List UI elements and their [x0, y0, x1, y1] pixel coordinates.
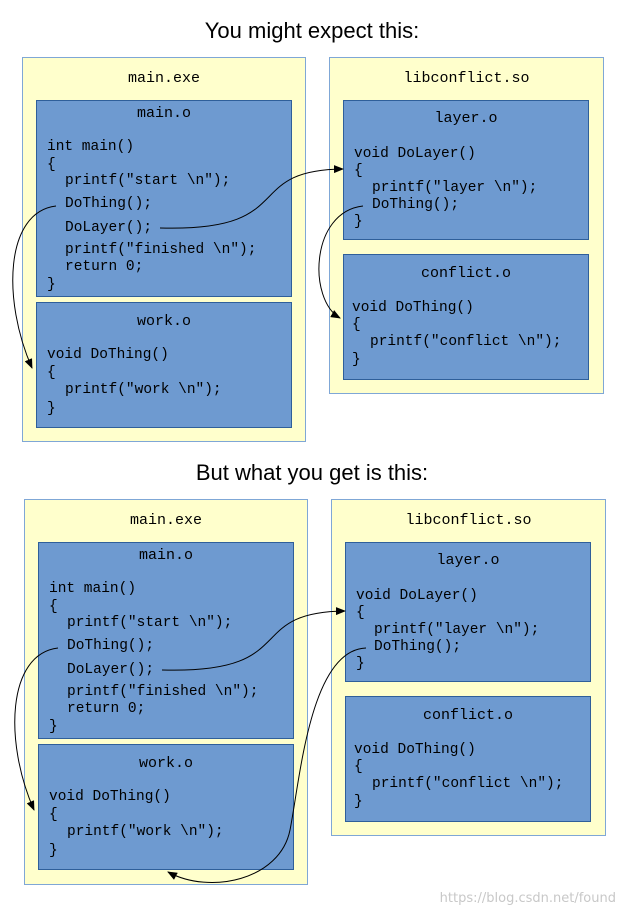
top-heading: You might expect this:	[204, 18, 420, 43]
bottom-arrow-layer-dothing-to-work	[167, 647, 367, 883]
code-line: }	[49, 719, 58, 735]
code-line: int main()	[47, 139, 135, 155]
bottom-main-exe-title: main.exe	[129, 512, 202, 529]
code-line: void DoThing()	[352, 300, 474, 316]
code-line: {	[354, 759, 363, 775]
code-line: {	[49, 807, 58, 823]
code-line: }	[47, 401, 56, 417]
code-line: {	[352, 317, 361, 333]
code-line: void DoLayer()	[354, 146, 476, 162]
code-line: printf("finished \n");	[65, 242, 257, 258]
top-layer-o-module: layer.o void DoLayer() { printf("layer \…	[343, 100, 589, 240]
code-line: {	[49, 599, 58, 615]
code-line: {	[356, 605, 365, 621]
code-line: return 0;	[65, 259, 144, 275]
top-work-o-title: work.o	[136, 313, 191, 330]
code-line: {	[47, 365, 56, 381]
bottom-lib-title: libconflict.so	[405, 512, 532, 529]
code-line: }	[354, 214, 363, 230]
watermark: https://blog.csdn.net/found	[439, 891, 616, 906]
code-line: return 0;	[67, 701, 146, 717]
bottom-main-o-title: main.o	[138, 547, 193, 564]
code-line: printf("start \n");	[67, 615, 233, 631]
code-line: printf("work \n");	[67, 824, 224, 840]
code-line: printf("start \n");	[65, 173, 231, 189]
bottom-heading: But what you get is this:	[195, 460, 429, 485]
top-work-o-module: work.o void DoThing() { printf("work \n"…	[36, 302, 292, 428]
top-main-o-module: main.o int main() { printf("start \n"); …	[36, 100, 292, 297]
top-layer-o-title: layer.o	[434, 110, 498, 127]
code-line: DoLayer();	[65, 220, 153, 236]
bottom-conflict-o-title: conflict.o	[422, 707, 513, 724]
code-line: void DoThing()	[49, 789, 171, 805]
code-line: printf("layer \n");	[374, 622, 540, 638]
top-main-exe-title: main.exe	[127, 70, 200, 87]
code-line: void DoThing()	[47, 347, 169, 363]
top-main-o-title: main.o	[136, 105, 191, 122]
code-line: }	[47, 277, 56, 293]
code-line: DoThing();	[374, 639, 462, 655]
code-line: printf("layer \n");	[372, 180, 538, 196]
code-line: printf("conflict \n");	[370, 334, 562, 350]
code-line: DoThing();	[65, 196, 153, 212]
top-conflict-o-module: conflict.o void DoThing() { printf("conf…	[343, 254, 589, 380]
code-line: DoLayer();	[67, 662, 155, 678]
bottom-work-o-title: work.o	[138, 755, 193, 772]
code-line: int main()	[49, 581, 137, 597]
bottom-conflict-o-module: conflict.o void DoThing() { printf("conf…	[345, 696, 591, 822]
code-line: printf("work \n");	[65, 382, 222, 398]
code-line: DoThing();	[372, 197, 460, 213]
top-arrow-dothing-to-work	[12, 205, 57, 369]
code-line: }	[352, 352, 361, 368]
code-line: }	[49, 843, 58, 859]
code-line: }	[354, 794, 363, 810]
top-arrow-dolayer-to-layer	[159, 165, 344, 229]
code-line: }	[356, 656, 365, 672]
code-line: printf("conflict \n");	[372, 776, 564, 792]
bottom-layer-o-title: layer.o	[436, 552, 500, 569]
bottom-main-o-module: main.o int main() { printf("start \n"); …	[38, 542, 294, 739]
bottom-arrow-dothing-to-work	[14, 647, 59, 811]
bottom-arrow-dolayer-to-layer	[161, 607, 346, 671]
top-conflict-o-title: conflict.o	[420, 265, 511, 282]
top-lib-title: libconflict.so	[403, 70, 530, 87]
code-line: void DoThing()	[354, 742, 476, 758]
code-line: void DoLayer()	[356, 588, 478, 604]
bottom-layer-o-module: layer.o void DoLayer() { printf("layer \…	[345, 542, 591, 682]
code-line: DoThing();	[67, 638, 155, 654]
code-line: {	[354, 163, 363, 179]
bottom-work-o-module: work.o void DoThing() { printf("work \n"…	[38, 744, 294, 870]
code-line: {	[47, 157, 56, 173]
top-arrow-layer-dothing-to-conflict	[318, 205, 364, 319]
code-line: printf("finished \n");	[67, 684, 259, 700]
